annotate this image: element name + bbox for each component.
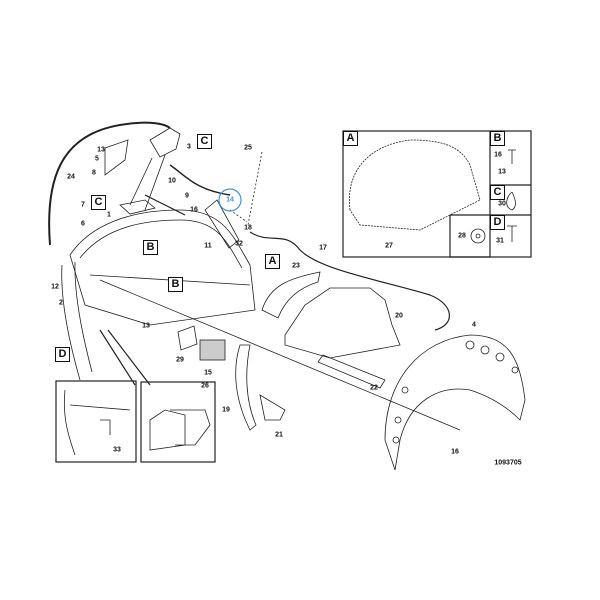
view-ref-b: B	[168, 277, 183, 292]
callout-11: 11	[204, 242, 212, 250]
callout-23: 23	[292, 262, 300, 270]
callout-33: 33	[113, 446, 121, 454]
callout-15: 15	[204, 369, 212, 377]
view-ref-d: D	[55, 347, 70, 362]
callout-22: 22	[370, 384, 378, 392]
callout-25: 25	[244, 144, 252, 152]
callout-14-highlighted[interactable]: 14	[226, 196, 234, 204]
inset-callout-27: 27	[385, 242, 393, 250]
view-ref-c: C	[91, 195, 106, 210]
inset-callout-13: 13	[498, 168, 506, 176]
callout-2: 2	[59, 299, 63, 307]
callout-1: 1	[107, 211, 111, 219]
view-ref-b: B	[143, 240, 158, 255]
callout-32: 32	[235, 240, 243, 248]
inset-callout-28: 28	[458, 232, 466, 240]
callout-17: 17	[319, 244, 327, 252]
callout-5: 5	[95, 155, 99, 163]
inset-callout-31: 31	[496, 237, 504, 245]
callout-12: 12	[51, 283, 59, 291]
callout-8: 8	[92, 169, 96, 177]
callout-13: 13	[142, 322, 150, 330]
inset-label-b: B	[490, 131, 505, 146]
callout-16: 16	[451, 448, 459, 456]
callout-16: 16	[190, 206, 198, 214]
inset-callout-16: 16	[494, 151, 502, 159]
callout-20: 20	[395, 312, 403, 320]
callout-29: 29	[176, 356, 184, 364]
inset-callout-30: 30	[498, 200, 506, 208]
callout-13: 13	[97, 146, 105, 154]
callout-6: 6	[81, 220, 85, 228]
callout-4: 4	[472, 321, 476, 329]
drawing-number: 1093705	[494, 459, 522, 467]
callout-10: 10	[168, 177, 176, 185]
callout-19: 19	[222, 406, 230, 414]
callout-9: 9	[185, 192, 189, 200]
callout-18: 18	[244, 224, 252, 232]
view-ref-a: A	[265, 254, 280, 269]
callout-24: 24	[67, 173, 75, 181]
view-ref-c: C	[197, 134, 212, 149]
callout-7: 7	[81, 201, 85, 209]
inset-label-c: C	[490, 185, 505, 200]
callout-26: 26	[201, 382, 209, 390]
callout-3: 3	[187, 143, 191, 151]
inset-label-a: A	[343, 131, 358, 146]
inset-label-d: D	[490, 215, 505, 230]
callout-21: 21	[275, 431, 283, 439]
